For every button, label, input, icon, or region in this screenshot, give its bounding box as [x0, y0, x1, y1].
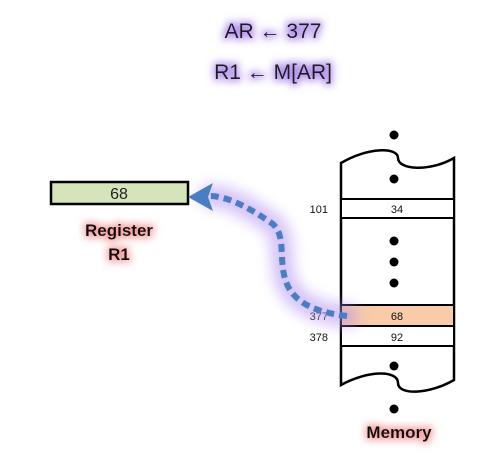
ellipsis-dot: [389, 236, 399, 246]
register-box: [49, 180, 190, 206]
register-r1: 68: [49, 180, 190, 206]
register-label: Register: [85, 221, 153, 240]
arrow-line: [209, 193, 348, 319]
memory-cell-value: 92: [391, 332, 403, 344]
ellipsis-dot: [389, 130, 399, 140]
ellipsis-dot: [389, 257, 399, 267]
memory-address: 378: [310, 332, 328, 344]
memory-cell: [340, 198, 455, 219]
memory-cell-value: 34: [391, 204, 403, 216]
ellipsis-dot: [389, 278, 399, 288]
memory-outline: [339, 149, 456, 393]
register-value: 68: [110, 186, 128, 203]
memory-cell: [340, 325, 455, 347]
register-name: R1: [108, 245, 130, 264]
instruction-1: AR ← 377: [225, 20, 322, 43]
instruction-2: R1 ← M[AR]: [214, 61, 332, 84]
memory-label: Memory: [366, 423, 432, 442]
ellipsis-dot: [389, 174, 399, 184]
memory-cell-value: 68: [391, 311, 403, 323]
memory-block: 34 101 68 377 92 378: [310, 130, 456, 414]
ellipsis-dot: [389, 361, 399, 371]
arrowhead: [188, 183, 213, 211]
ellipsis-dot: [389, 404, 399, 414]
memory-address: 101: [310, 204, 328, 216]
transfer-arrow: [188, 183, 358, 327]
